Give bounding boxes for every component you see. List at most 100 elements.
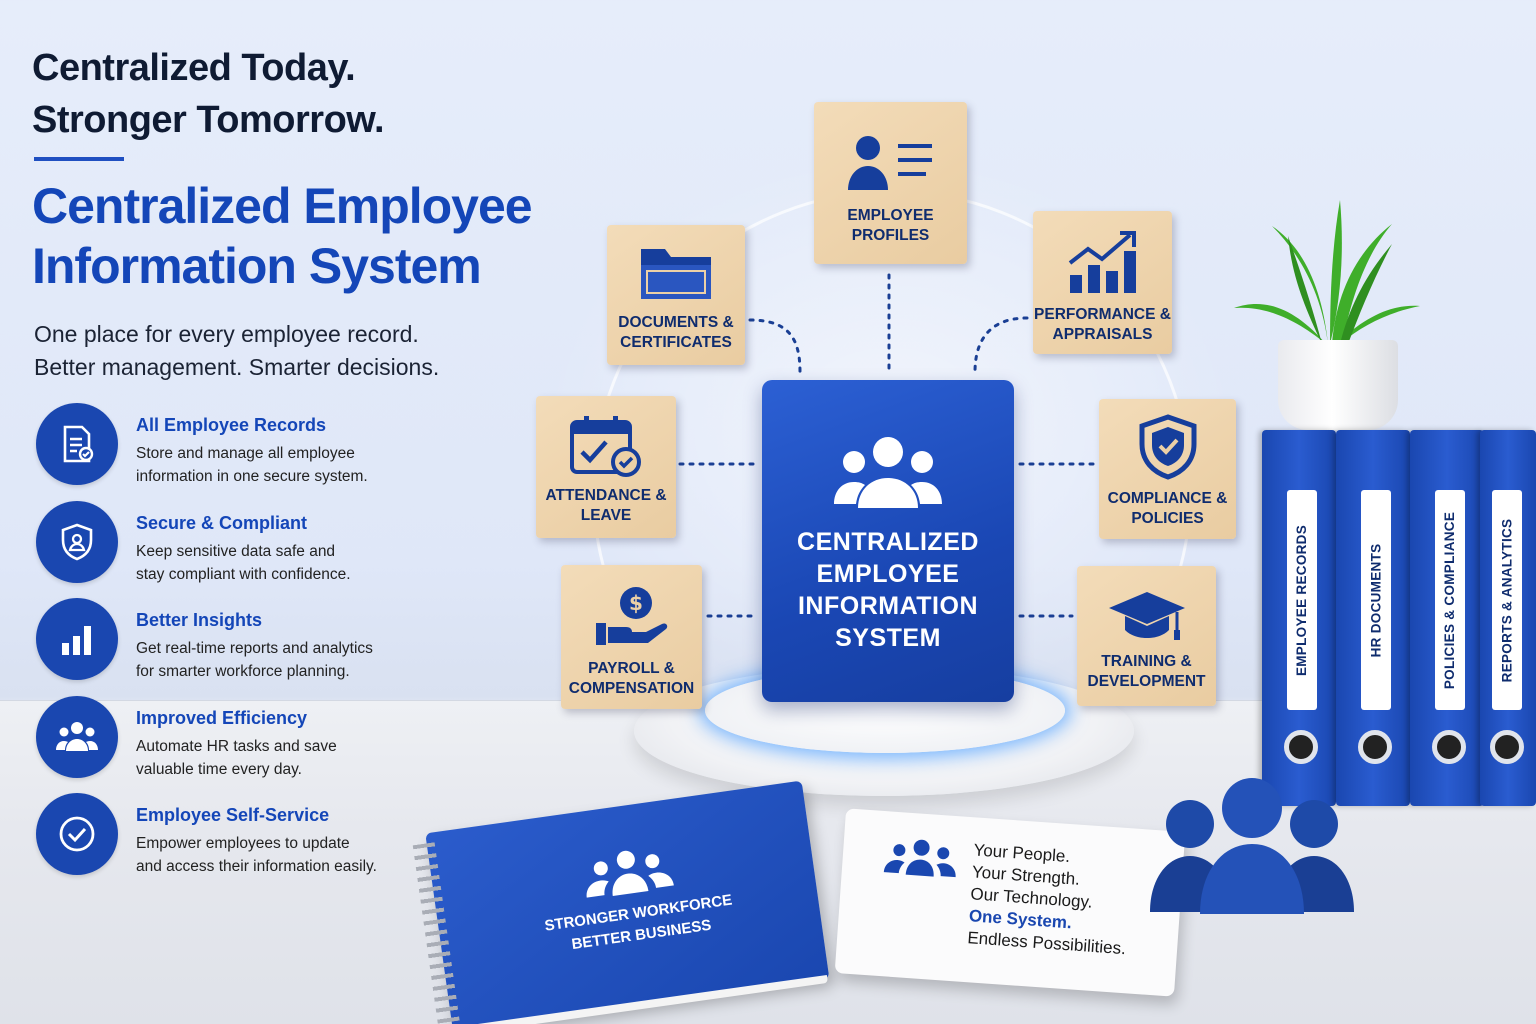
module-label-line: COMPLIANCE & — [1107, 490, 1228, 507]
hand-dollar-icon: $ — [595, 587, 667, 645]
accent-divider — [34, 157, 124, 161]
plant-pot — [1278, 340, 1398, 430]
team-icon — [586, 850, 674, 898]
module-label-line: PROFILES — [851, 227, 930, 244]
module-label-line: CERTIFICATES — [620, 334, 732, 351]
shield-check-icon — [1139, 414, 1196, 480]
headline-line-1: Centralized Today. — [32, 47, 356, 89]
main-title-line-1: Centralized Employee — [32, 178, 533, 234]
feature-description: Store and manage all employee informatio… — [136, 442, 436, 488]
module-label-line: DEVELOPMENT — [1087, 673, 1206, 690]
feature-all-employee-records: All Employee Records Store and manage al… — [36, 403, 456, 501]
binder-label: POLICIES & COMPLIANCE — [1435, 490, 1465, 710]
feature-desc-line: Automate HR tasks and save — [136, 737, 337, 755]
feature-improved-efficiency: Improved Efficiency Automate HR tasks an… — [36, 695, 456, 794]
feature-description: Empower employees to update and access t… — [136, 832, 436, 878]
document-check-icon — [36, 403, 118, 485]
module-label-line: COMPENSATION — [568, 680, 695, 697]
feature-desc-line: stay compliant with confidence. — [136, 565, 351, 583]
binder-label: EMPLOYEE RECORDS — [1287, 490, 1317, 710]
feature-description: Get real-time reports and analytics for … — [136, 637, 436, 683]
module-payroll-compensation: $ PAYROLL & COMPENSATION — [561, 565, 702, 709]
module-label: DOCUMENTS & CERTIFICATES — [607, 313, 745, 353]
module-label: COMPLIANCE & POLICIES — [1099, 489, 1236, 529]
feature-desc-line: Empower employees to update — [136, 835, 350, 852]
subtitle: One place for every employee record. Bet… — [34, 318, 554, 384]
feature-description: Automate HR tasks and save valuable time… — [136, 735, 436, 781]
people-figurine — [1150, 778, 1354, 914]
module-label-line: POLICIES — [1131, 510, 1204, 527]
binder-policies-compliance: POLICIES & COMPLIANCE — [1410, 430, 1484, 806]
binder-employee-records: EMPLOYEE RECORDS — [1262, 430, 1336, 806]
feature-title: Better Insights — [136, 610, 263, 630]
feature-secure-compliant: Secure & Compliant Keep sensitive data s… — [36, 500, 456, 599]
feature-description: Keep sensitive data safe and stay compli… — [136, 540, 436, 586]
module-label-line: LEAVE — [580, 507, 632, 524]
team-icon — [883, 839, 956, 878]
feature-title: Secure & Compliant — [136, 512, 308, 533]
binder-label-text: REPORTS & ANALYTICS — [1499, 518, 1515, 682]
feature-desc-line: information in one secure system. — [136, 468, 368, 485]
hub-label-line: SYSTEM — [835, 624, 941, 652]
module-label: PAYROLL & COMPENSATION — [561, 659, 702, 699]
feature-desc-line: Keep sensitive data safe and — [136, 542, 336, 560]
module-label-line: PERFORMANCE & — [1034, 306, 1171, 323]
hub-label: CENTRALIZED EMPLOYEE INFORMATION SYSTEM — [762, 526, 1014, 654]
main-title-line-2: Information System — [32, 238, 482, 294]
module-label: ATTENDANCE & LEAVE — [536, 486, 676, 526]
module-documents-certificates: DOCUMENTS & CERTIFICATES — [607, 225, 745, 365]
subtitle-line-1: One place for every employee record. — [34, 321, 419, 347]
binder-ring-hole — [1358, 730, 1392, 764]
module-label-line: PAYROLL & — [588, 660, 675, 677]
hub-label-line: EMPLOYEE — [816, 560, 960, 588]
module-training-development: TRAINING & DEVELOPMENT — [1077, 566, 1216, 706]
feature-desc-line: for smarter workforce planning. — [136, 663, 350, 680]
module-label: EMPLOYEE PROFILES — [814, 206, 967, 246]
module-label-line: APPRAISALS — [1052, 326, 1153, 343]
feature-title: Employee Self-Service — [136, 805, 330, 825]
binder-label: HR DOCUMENTS — [1361, 490, 1391, 710]
profile-card-icon — [847, 136, 932, 190]
module-label-line: ATTENDANCE & — [545, 487, 667, 504]
binder-label-text: EMPLOYEE RECORDS — [1294, 524, 1310, 676]
module-label: PERFORMANCE & APPRAISALS — [1033, 305, 1172, 345]
binder-ring-hole — [1490, 730, 1524, 764]
folder-icon — [641, 249, 711, 299]
central-hub-block: CENTRALIZED EMPLOYEE INFORMATION SYSTEM — [762, 380, 1014, 702]
team-icon — [834, 437, 942, 508]
subtitle-line-2: Better management. Smarter decisions. — [34, 354, 440, 380]
shield-user-icon — [36, 500, 118, 583]
feature-desc-line: and access their information easily. — [136, 858, 377, 875]
feature-list: All Employee Records Store and manage al… — [36, 403, 456, 891]
binder-ring-hole — [1284, 730, 1318, 764]
binder-shelf: EMPLOYEE RECORDS HR DOCUMENTS POLICIES &… — [1262, 430, 1536, 806]
team-icon — [36, 695, 118, 778]
check-circle-icon — [36, 793, 118, 875]
module-label-line: DOCUMENTS & — [618, 314, 734, 331]
svg-text:$: $ — [629, 591, 643, 615]
card-text: Your People. Your Strength. Our Technolo… — [967, 839, 1174, 963]
bar-chart-icon — [36, 598, 118, 680]
module-compliance-policies: COMPLIANCE & POLICIES — [1099, 399, 1236, 539]
feature-title: All Employee Records — [136, 415, 327, 435]
growth-chart-icon — [1068, 231, 1136, 293]
plant-leaves — [1234, 200, 1420, 344]
feature-title: Improved Efficiency — [136, 707, 308, 728]
binder-ring-hole — [1432, 730, 1466, 764]
binder-reports-analytics: REPORTS & ANALYTICS — [1480, 430, 1536, 806]
hub-label-line: INFORMATION — [797, 592, 978, 620]
feature-desc-line: Store and manage all employee — [136, 445, 355, 462]
module-performance-appraisals: PERFORMANCE & APPRAISALS — [1033, 211, 1172, 354]
headline-line-2: Stronger Tomorrow. — [32, 99, 385, 141]
calendar-check-icon — [570, 416, 641, 477]
feature-desc-line: valuable time every day. — [136, 760, 302, 778]
module-attendance-leave: ATTENDANCE & LEAVE — [536, 396, 676, 538]
graduation-cap-icon — [1108, 592, 1185, 640]
binder-hr-documents: HR DOCUMENTS — [1336, 430, 1410, 806]
feature-better-insights: Better Insights Get real-time reports an… — [36, 598, 456, 696]
binder-label-text: HR DOCUMENTS — [1368, 543, 1384, 657]
headline: Centralized Today. Stronger Tomorrow. — [32, 42, 552, 146]
binder-label-text: POLICIES & COMPLIANCE — [1442, 511, 1458, 689]
module-employee-profiles: EMPLOYEE PROFILES — [814, 102, 967, 264]
